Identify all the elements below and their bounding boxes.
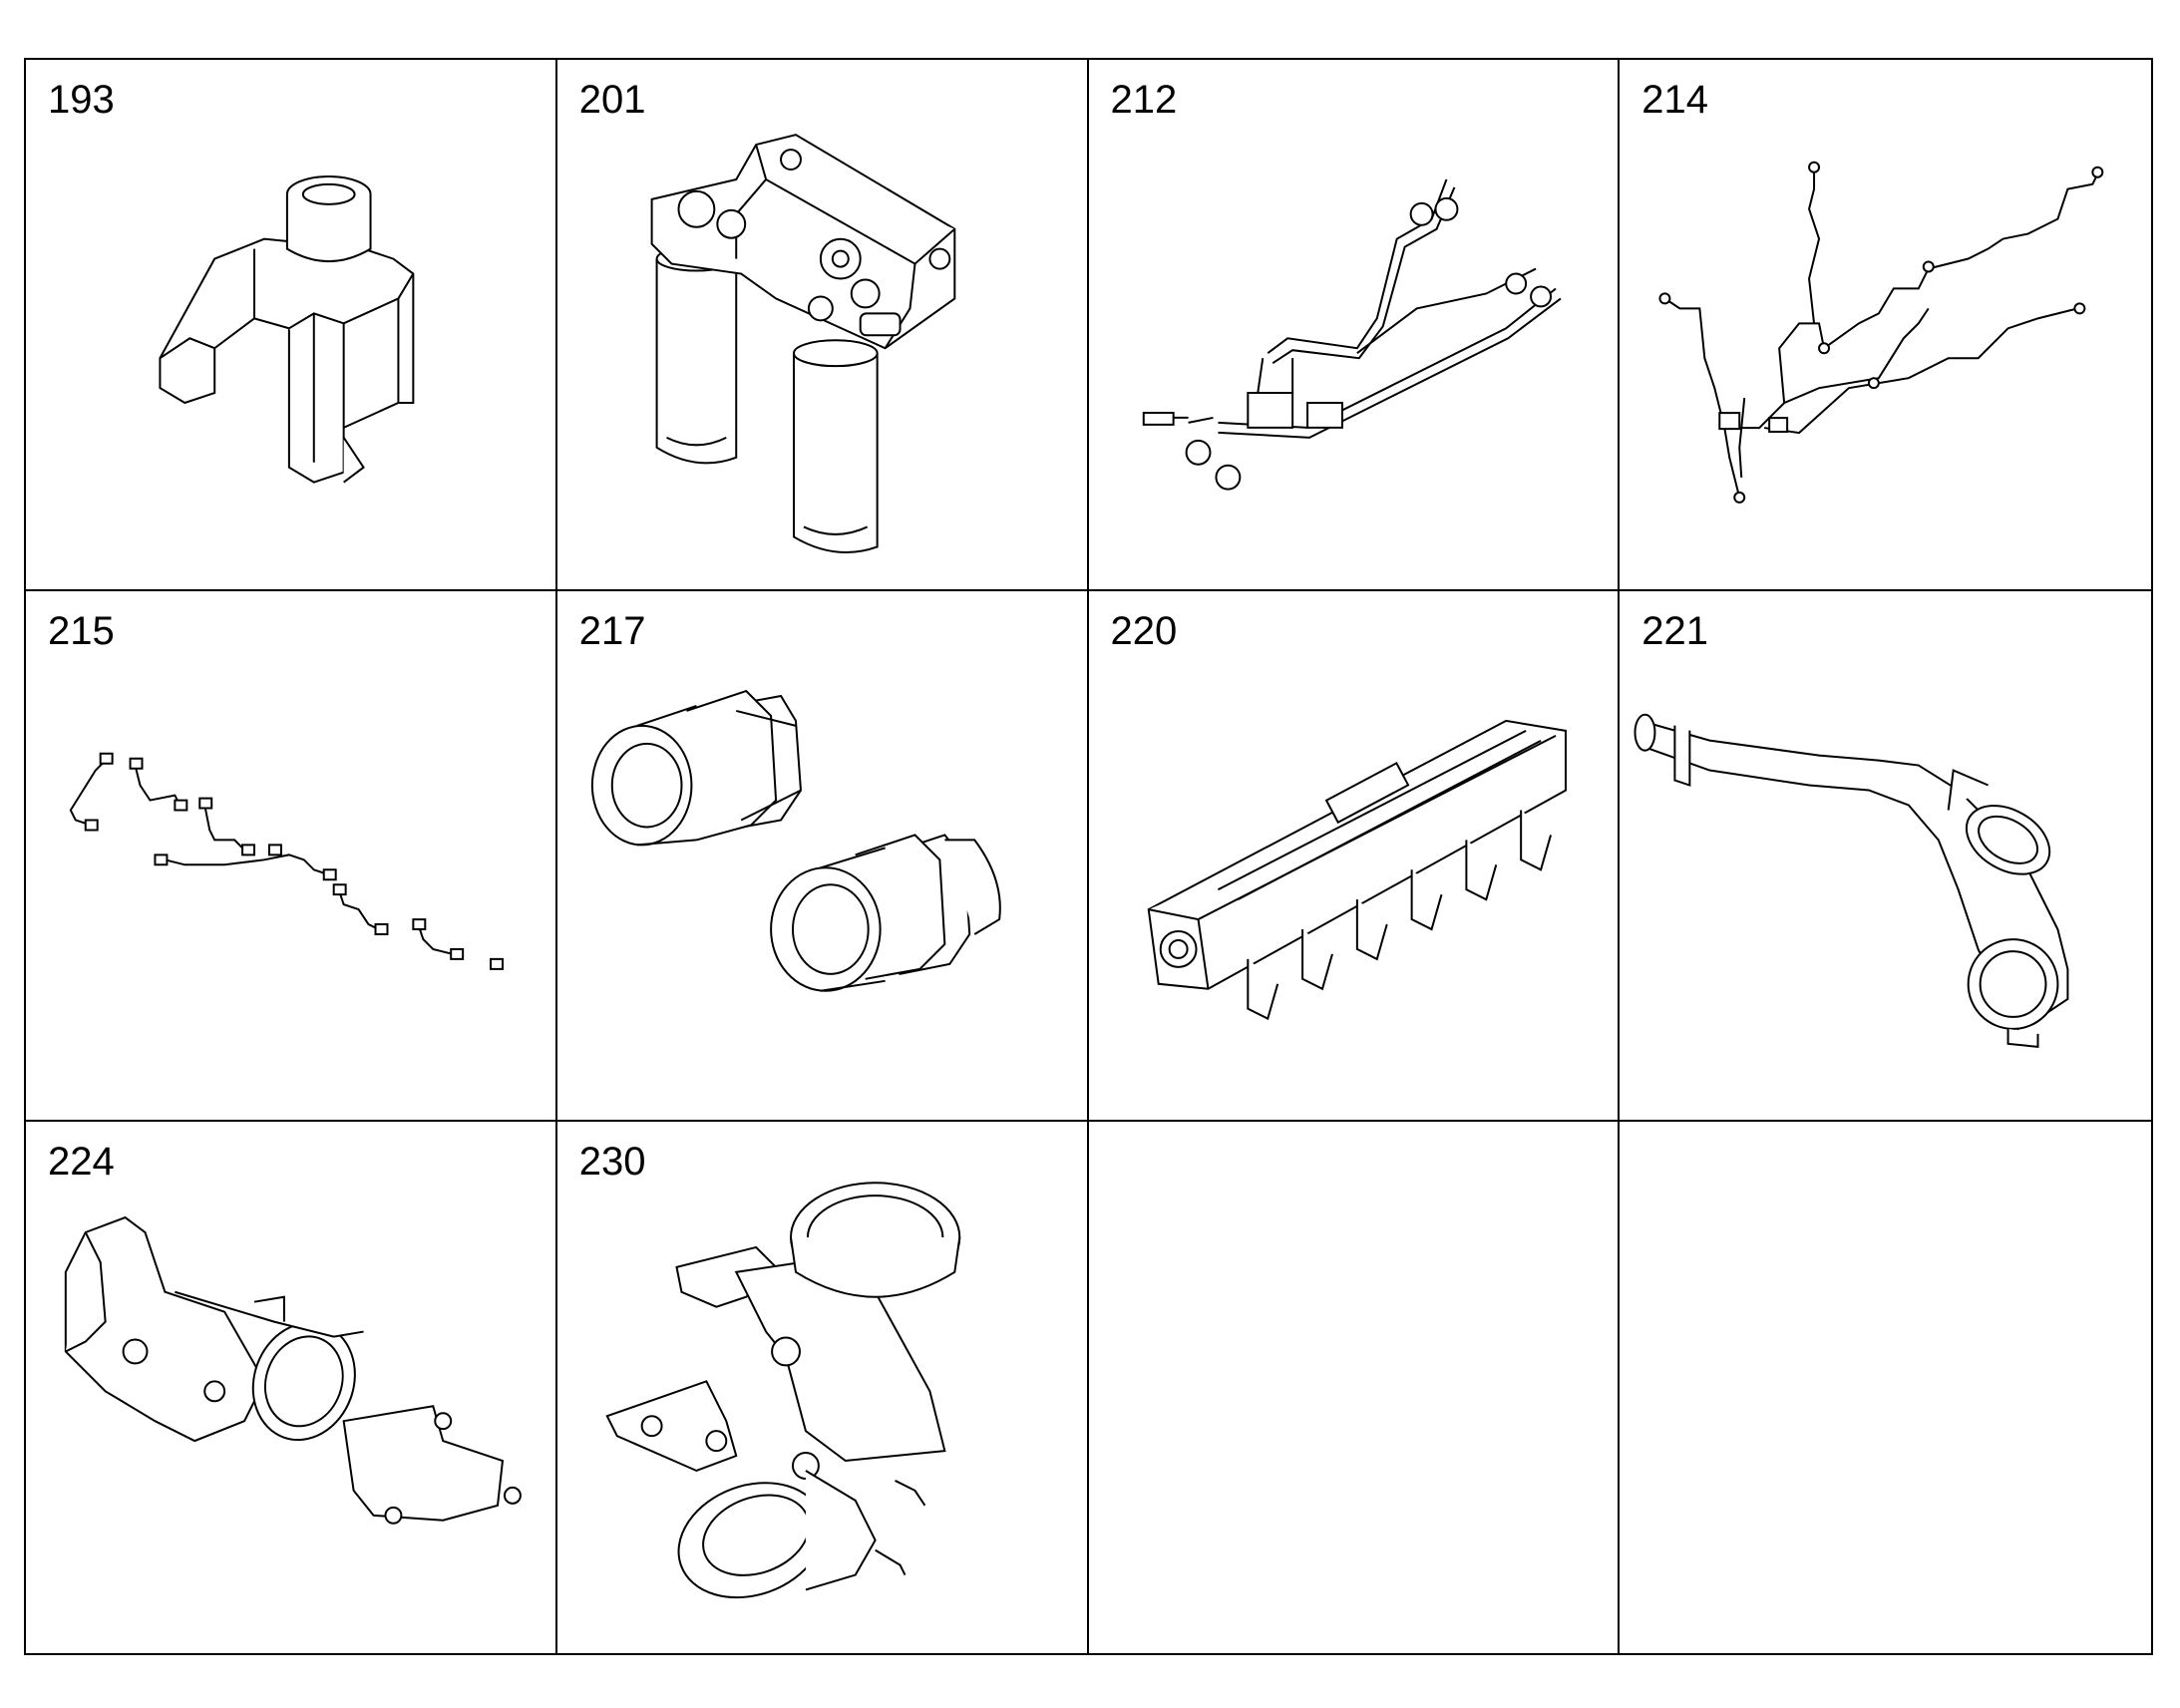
- part-cell-221[interactable]: 221: [1620, 591, 2151, 1123]
- part-number: 224: [48, 1140, 115, 1185]
- fuel-line-assembly-icon: [1089, 60, 1619, 589]
- injection-lines-icon: [26, 591, 555, 1121]
- part-number: 201: [578, 78, 646, 122]
- fuel-filter-housing-icon: [557, 60, 1087, 589]
- part-cell-230[interactable]: 230: [557, 1122, 1089, 1653]
- part-number: 215: [48, 608, 115, 653]
- empty-cell: [1089, 1122, 1621, 1653]
- shift-fork-icon: [26, 60, 555, 589]
- part-cell-215[interactable]: 215: [26, 590, 557, 1123]
- part-cell-217[interactable]: 217: [556, 590, 1089, 1123]
- part-cell-214[interactable]: 214: [1620, 60, 2151, 591]
- part-number: 221: [1641, 608, 1708, 653]
- empty-cell: [1620, 1122, 2151, 1653]
- intake-pipe-icon: [1620, 591, 2151, 1121]
- throttle-body-icon: [26, 1122, 555, 1653]
- connector-housing-icon: [557, 1122, 1087, 1653]
- part-number: 230: [578, 1140, 646, 1185]
- part-cell-220[interactable]: 220: [1088, 590, 1621, 1123]
- part-number: 220: [1110, 608, 1178, 653]
- part-number: 193: [48, 78, 115, 122]
- wiring-harness-icon: [1620, 60, 2151, 589]
- intake-manifold-icon: [1089, 591, 1619, 1121]
- part-cell-212[interactable]: 212: [1088, 60, 1621, 591]
- part-cell-224[interactable]: 224: [26, 1122, 557, 1653]
- part-cell-201[interactable]: 201: [556, 60, 1089, 591]
- pipe-fittings-icon: [557, 591, 1087, 1121]
- parts-grid: 193 201: [24, 58, 2153, 1655]
- part-number: 217: [578, 608, 646, 653]
- part-cell-193[interactable]: 193: [26, 60, 557, 591]
- part-number: 212: [1110, 78, 1178, 122]
- part-number: 214: [1641, 78, 1708, 122]
